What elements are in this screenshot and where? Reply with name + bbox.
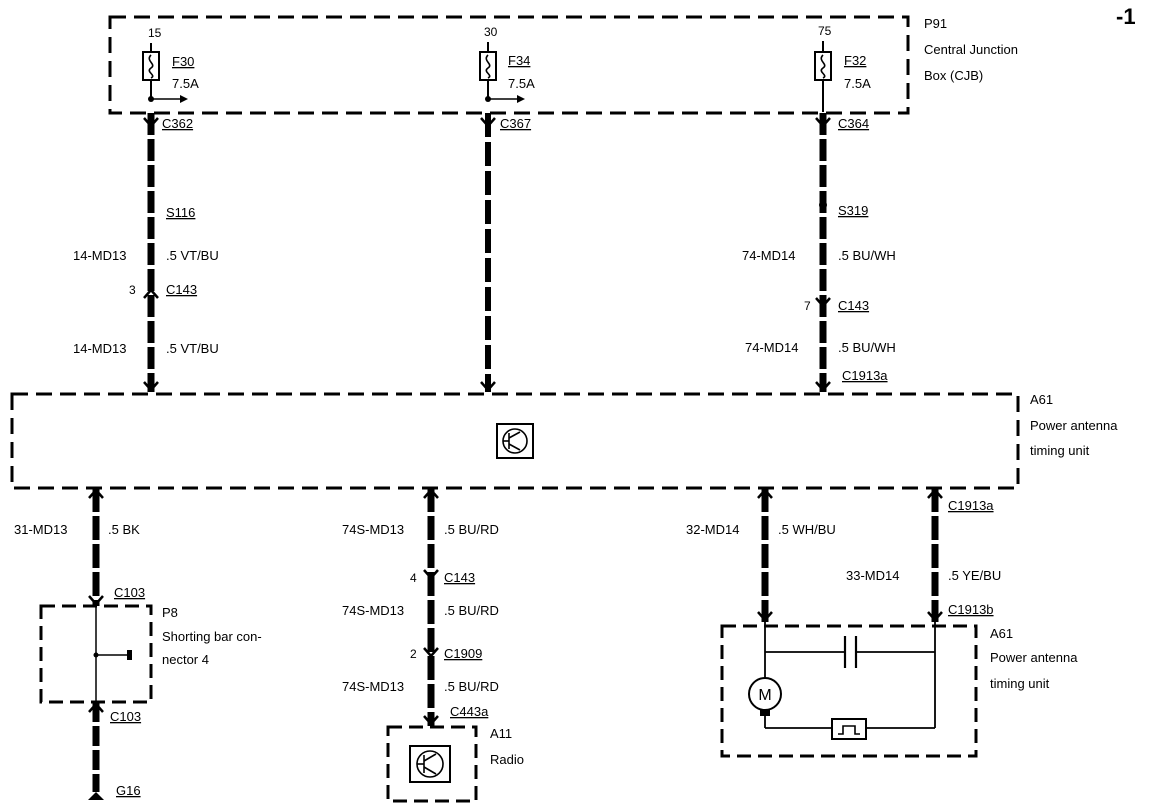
radio-branch: 74S-MD13 .5 BU/RD 4 C143 74S-MD13 .5 BU/… xyxy=(342,488,524,803)
connector-label: C362 xyxy=(162,116,193,131)
connector-label: C143 xyxy=(444,570,475,585)
circuit-label: 14-MD13 xyxy=(73,248,126,263)
circuit-label: 14-MD13 xyxy=(73,341,126,356)
fuse-f30: 15 F30 7.5A C362 xyxy=(142,26,199,131)
motor-unit-line2: timing unit xyxy=(990,676,1050,691)
connector-label: C364 xyxy=(838,116,869,131)
fuse-f32: 75 F32 7.5A C364 xyxy=(814,24,871,131)
fuse-name: F32 xyxy=(844,53,866,68)
ground-branch: 31-MD13 .5 BK C103 P8 Shorting bar con- … xyxy=(14,488,262,800)
radio-code: A11 xyxy=(490,726,512,741)
cjb-code: P91 xyxy=(924,16,947,31)
wire-spec-label: .5 YE/BU xyxy=(948,568,1001,583)
electronic-module-icon xyxy=(496,423,534,459)
arrow-right-icon xyxy=(180,95,188,103)
connector-label: C1909 xyxy=(444,646,482,661)
fuse-rating: 7.5A xyxy=(844,76,871,91)
radio-name: Radio xyxy=(490,752,524,767)
wire-spec-label: .5 WH/BU xyxy=(778,522,836,537)
ground-icon xyxy=(88,792,104,800)
wire-spec-label: .5 BU/WH xyxy=(838,340,896,355)
fuse-icon xyxy=(142,51,160,81)
wire-spec-label: .5 VT/BU xyxy=(166,341,219,356)
motor-branch: C1913a 32-MD14 .5 WH/BU 33-MD14 .5 YE/BU… xyxy=(686,488,1078,758)
circuit-label: 74-MD14 xyxy=(745,340,798,355)
wire-spec-label: .5 BU/RD xyxy=(444,603,499,618)
antenna-unit-code: A61 xyxy=(1030,392,1053,407)
splice-label: S319 xyxy=(838,203,868,218)
motor-unit-box xyxy=(720,624,978,758)
motor-symbol: M xyxy=(758,687,771,704)
connector-label: C103 xyxy=(110,709,141,724)
shorting-bar-line2: nector 4 xyxy=(162,652,209,667)
connector-label: C103 xyxy=(114,585,145,600)
wire-spec-label: .5 BK xyxy=(108,522,140,537)
right-feed-wire: S319 74-MD14 .5 BU/WH 7 C143 74-MD14 .5 … xyxy=(742,113,896,392)
wire-spec-label: .5 BU/WH xyxy=(838,248,896,263)
circuit-label: 74-MD14 xyxy=(742,248,795,263)
left-feed-wire: S116 14-MD13 .5 VT/BU 3 C143 14-MD13 .5 … xyxy=(73,113,219,392)
fuse-name: F34 xyxy=(508,53,530,68)
radio-module-icon xyxy=(409,745,451,783)
connector-label: C1913b xyxy=(948,602,994,617)
pin-label: 4 xyxy=(410,571,417,585)
connector-label: C143 xyxy=(166,282,197,297)
splice-label: S116 xyxy=(166,205,195,220)
circuit-label: 32-MD14 xyxy=(686,522,739,537)
switch-icon xyxy=(831,718,867,740)
antenna-unit-name-line2: timing unit xyxy=(1030,443,1090,458)
fuse-pin: 30 xyxy=(484,25,498,39)
pin-label: 2 xyxy=(410,647,417,661)
antenna-unit-name-line1: Power antenna xyxy=(1030,418,1118,433)
shorting-bar-code: P8 xyxy=(162,605,178,620)
wire-spec-label: .5 VT/BU xyxy=(166,248,219,263)
circuit-label: 74S-MD13 xyxy=(342,603,404,618)
antenna-unit-box xyxy=(10,392,1020,490)
wire-spec-label: .5 BU/RD xyxy=(444,679,499,694)
connector-label: C143 xyxy=(838,298,869,313)
shorting-bar-line1: Shorting bar con- xyxy=(162,629,262,644)
cjb-name-line2: Box (CJB) xyxy=(924,68,983,83)
radio-box xyxy=(386,725,478,803)
motor-unit-code: A61 xyxy=(990,626,1013,641)
fuse-pin: 15 xyxy=(148,26,162,40)
connector-label: C1913a xyxy=(842,368,888,383)
connector-label: C1913a xyxy=(948,498,994,513)
arrow-right-icon xyxy=(517,95,525,103)
motor-unit-line1: Power antenna xyxy=(990,650,1078,665)
pin-label: 7 xyxy=(804,299,811,313)
circuit-label: 74S-MD13 xyxy=(342,522,404,537)
fuse-f34: 30 F34 7.5A C367 xyxy=(479,25,535,131)
fuse-rating: 7.5A xyxy=(172,76,199,91)
cjb-box xyxy=(108,15,910,115)
pin-label: 3 xyxy=(129,283,136,297)
fuse-icon xyxy=(479,51,497,81)
page-number: -1 xyxy=(1116,4,1136,29)
fuse-name: F30 xyxy=(172,54,194,69)
fuse-rating: 7.5A xyxy=(508,76,535,91)
fuse-pin: 75 xyxy=(818,24,832,38)
middle-feed-wire xyxy=(480,113,496,392)
ground-label: G16 xyxy=(116,783,141,798)
circuit-label: 33-MD14 xyxy=(846,568,899,583)
fuse-icon xyxy=(814,51,832,81)
cjb-name-line1: Central Junction xyxy=(924,42,1018,57)
connector-label: C367 xyxy=(500,116,531,131)
connector-label: C443a xyxy=(450,704,489,719)
wire-spec-label: .5 BU/RD xyxy=(444,522,499,537)
circuit-label: 31-MD13 xyxy=(14,522,67,537)
circuit-label: 74S-MD13 xyxy=(342,679,404,694)
